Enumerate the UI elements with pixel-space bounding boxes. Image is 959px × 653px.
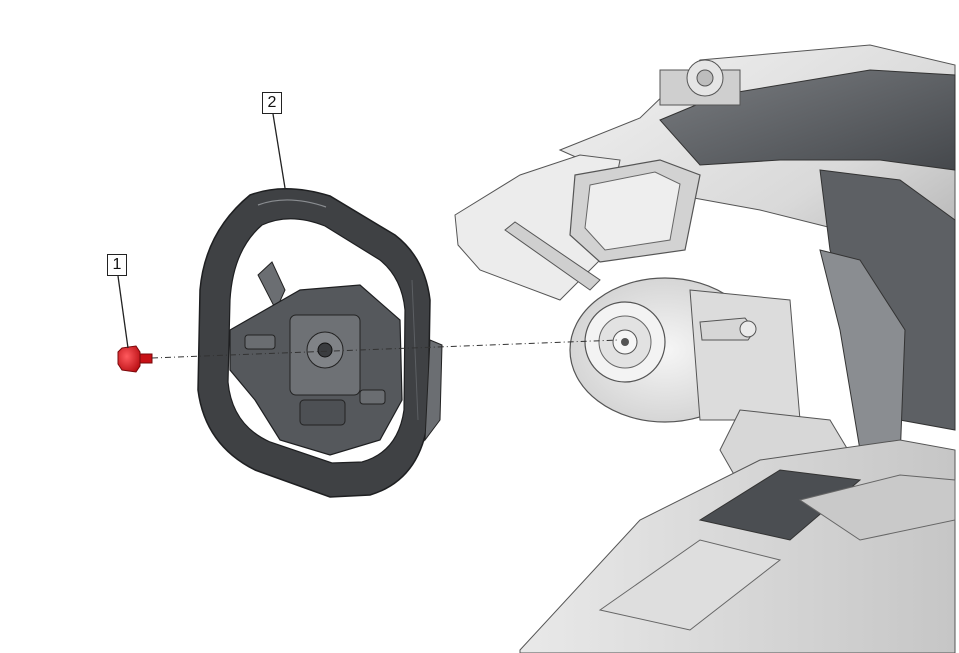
leader-line-1 bbox=[117, 275, 129, 349]
bolt-part bbox=[117, 345, 153, 373]
callout-1: 1 bbox=[107, 254, 127, 276]
paddle-shifter-right bbox=[424, 339, 443, 442]
bolt-head bbox=[117, 345, 141, 373]
steering-wheel-part bbox=[197, 188, 443, 498]
center-console bbox=[519, 439, 956, 653]
paddle-shifter-left bbox=[257, 261, 286, 312]
leader-line-2 bbox=[272, 113, 286, 189]
callout-2: 2 bbox=[262, 92, 282, 114]
console-trim bbox=[698, 469, 862, 541]
turn-signal-stalk bbox=[504, 221, 601, 291]
console-tray bbox=[598, 539, 782, 631]
dashboard-assembly bbox=[454, 44, 956, 653]
